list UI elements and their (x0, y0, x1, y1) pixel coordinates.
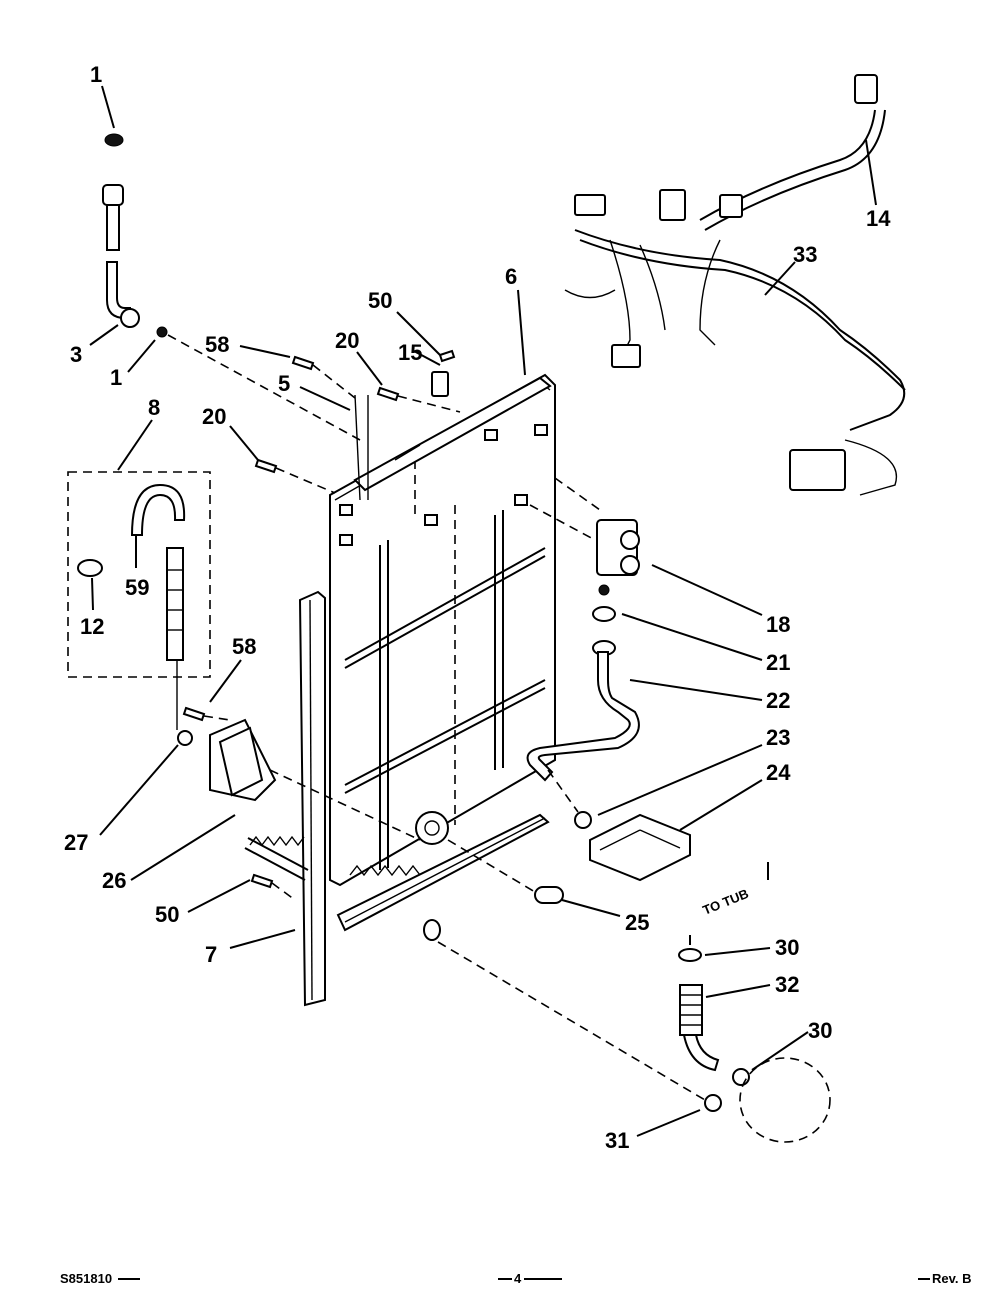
callout-1-top: 1 (90, 62, 102, 87)
callout-30-top: 30 (775, 935, 799, 960)
callout-14: 14 (866, 206, 891, 231)
inlet-hose-assembly (102, 133, 168, 338)
kit-box (67, 471, 211, 678)
callout-18: 18 (766, 612, 790, 637)
fasteners (182, 349, 456, 889)
callout-50-top: 50 (368, 288, 392, 313)
callout-24: 24 (766, 760, 791, 785)
callout-25: 25 (625, 910, 649, 935)
callout-8: 8 (148, 395, 160, 420)
callout-15: 15 (398, 340, 422, 365)
wire-harness (564, 74, 906, 496)
rear-panel (329, 373, 556, 887)
callout-3: 3 (70, 342, 82, 367)
part-25 (534, 886, 564, 904)
water-valve (596, 519, 640, 596)
callout-5: 5 (278, 371, 290, 396)
drain-pump (177, 718, 309, 881)
top-bracket (353, 376, 552, 501)
callout-27: 27 (64, 830, 88, 855)
callout-50-bottom: 50 (155, 902, 179, 927)
callout-22: 22 (766, 688, 790, 713)
side-rail (298, 590, 326, 1007)
callout-31: 31 (605, 1128, 629, 1153)
springs (249, 835, 441, 941)
callout-58-left: 58 (232, 634, 256, 659)
bottom-rail (336, 813, 550, 932)
footer-code: S851810 (60, 1271, 112, 1286)
footer: S851810 4 Rev. B (60, 1271, 972, 1286)
leader-lines (89, 85, 877, 1137)
callout-58-top: 58 (205, 332, 229, 357)
callout-20-top: 20 (335, 328, 359, 353)
drain-hose-assembly (678, 862, 831, 1143)
callout-59: 59 (125, 575, 149, 600)
callout-33: 33 (793, 242, 817, 267)
callout-1-bottom: 1 (110, 365, 122, 390)
footer-page: 4 (514, 1271, 522, 1286)
callout-26: 26 (102, 868, 126, 893)
to-tub-annotation: TO TUB (701, 886, 751, 918)
callout-6: 6 (505, 264, 517, 289)
callout-labels: 1 3 1 58 5 20 15 50 6 8 20 59 12 58 27 2… (64, 62, 891, 1153)
callout-32: 32 (775, 972, 799, 997)
footer-rev: Rev. B (932, 1271, 972, 1286)
callout-7: 7 (205, 942, 217, 967)
callout-21: 21 (766, 650, 790, 675)
callout-12: 12 (80, 614, 104, 639)
callout-30-bottom: 30 (808, 1018, 832, 1043)
callout-23: 23 (766, 725, 790, 750)
fill-hose-assembly (526, 606, 691, 882)
callout-20-left: 20 (202, 404, 226, 429)
